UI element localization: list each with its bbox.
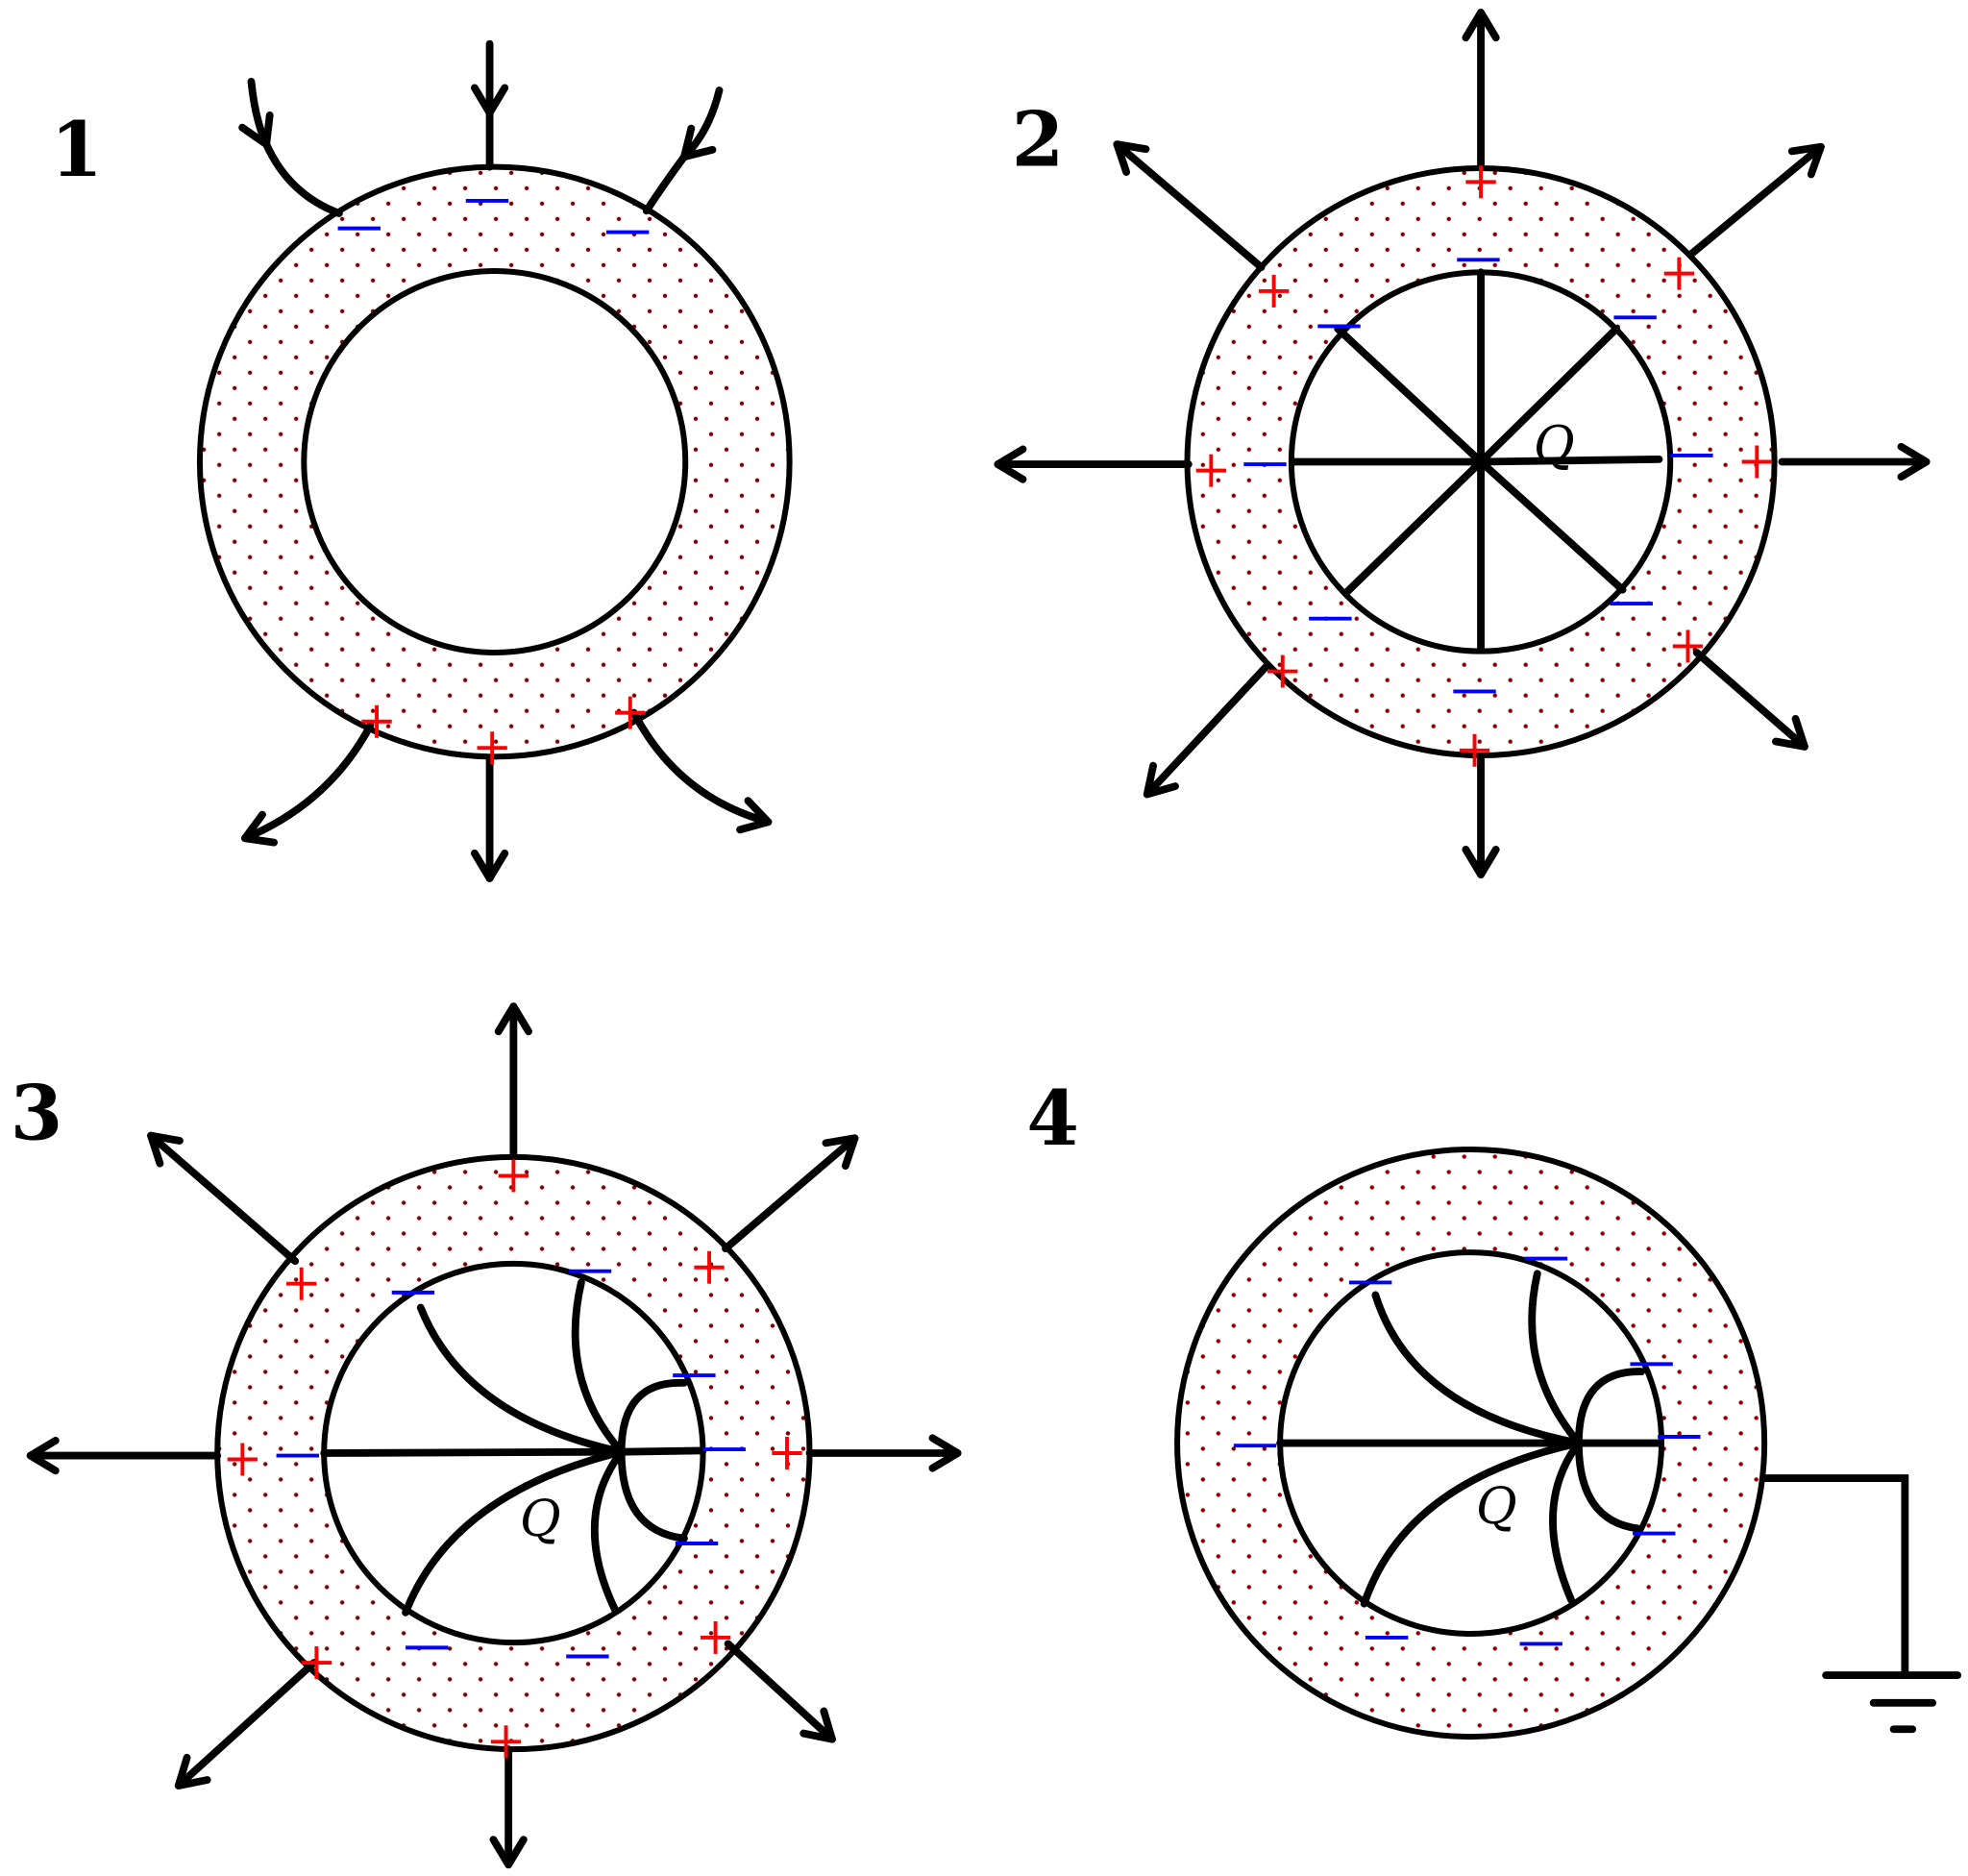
field-line-arrow [1113,140,1266,272]
charge-label: Q [520,1491,561,1548]
positive-charge [1459,733,1490,767]
field-line-arrow [680,86,724,161]
panel-label: 3 [11,1070,63,1158]
field-line [1477,457,1627,594]
ground-wire [1760,1474,1909,1680]
field-line [1574,1439,1642,1533]
positive-charge [1663,257,1695,290]
positive-charge [1741,445,1772,479]
field-line-arrow [174,1659,318,1790]
panel-label: 4 [1026,1074,1079,1163]
panel-label: 2 [1012,95,1065,184]
positive-charge [361,704,392,738]
inner-field-lines [1289,268,1663,653]
conductor-shell [217,1156,810,1750]
positive-charge [700,1620,731,1654]
inner-surface [301,268,689,655]
field-line [617,1447,688,1543]
positive-charge [477,731,507,765]
panel-3: 3 Q [11,1002,962,1869]
panel-2: 2 Q [994,9,1931,878]
panel-label: 1 [51,106,104,194]
field-line [1549,1439,1583,1604]
positive-charge [227,1443,258,1476]
inner-field-lines [1276,1270,1663,1608]
ground-connection [1760,1474,1962,1734]
field-line [1334,325,1485,466]
positive-charge [1195,454,1226,487]
panel-1: 1 [51,39,793,882]
field-line [1342,457,1485,597]
field-line [262,140,343,217]
field-line-arrow [241,721,375,847]
field-line-arrow [238,77,274,149]
positive-charge [1672,629,1704,663]
positive-charge [772,1437,802,1469]
outer-surface [196,163,793,760]
field-line [402,1447,626,1617]
field-lines [238,39,773,882]
field-line-arrow [629,708,773,834]
positive-charge [490,1725,522,1759]
positive-charge [286,1267,317,1300]
charge-label: Q [1534,416,1575,474]
conductor-shell [1177,1149,1765,1738]
field-line-arrow [722,1134,859,1253]
field-line-arrow [147,1131,300,1266]
conductor-shell [1187,167,1775,756]
field-line [642,153,688,215]
induced-charges [227,1159,802,1759]
positive-charge [498,1159,529,1193]
field-line [1574,1368,1646,1447]
field-line [1371,1291,1583,1447]
field-line [1477,325,1620,466]
field-line [416,1303,626,1456]
field-line [571,1278,626,1456]
panel-4: 4 Q [1026,1074,1962,1740]
positive-charge [615,696,646,729]
positive-charge [1258,274,1290,308]
field-line [1360,1439,1583,1608]
field-line [617,1446,707,1456]
field-line-arrow [1143,661,1272,799]
positive-charge [1465,165,1496,199]
field-line [1477,455,1663,466]
induced-charges [1233,1256,1701,1646]
field-line [617,1378,688,1456]
induced-charges [1195,165,1772,767]
field-line [590,1447,626,1615]
conductor-shell [199,166,790,757]
positive-charge [301,1646,332,1680]
inner-field-lines [320,1278,707,1617]
field-line [1528,1270,1583,1447]
outer-field-lines [26,1002,962,1869]
field-line-arrow [1692,649,1808,751]
positive-charge [1267,654,1298,688]
outer-surface [1174,1147,1768,1740]
field-line-arrow [1686,142,1825,259]
induced-charges [337,198,650,765]
outer-field-lines [994,9,1931,878]
charge-label: Q [1476,1478,1517,1536]
positive-charge [694,1250,725,1284]
field-line-arrow [724,1640,836,1743]
field-line [320,1447,626,1457]
